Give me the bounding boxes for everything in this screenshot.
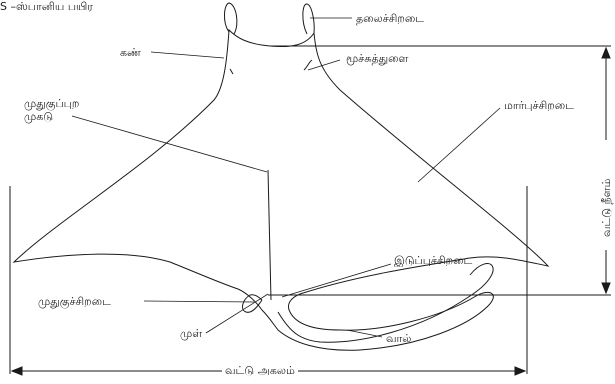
label-spiracle: மூச்சுத்துளை <box>346 52 409 65</box>
disc-width-arrow-right <box>514 366 527 376</box>
label-eye: கண் <box>120 46 142 59</box>
label-pelvic-fin: இடுப்புச்சிறடை <box>394 254 473 267</box>
label-pectoral-fin: மார்புச்சிறடை <box>504 99 574 112</box>
tail-curve <box>277 263 494 343</box>
leader-dorsal-surface <box>71 115 268 173</box>
disc-length-arrow-top <box>601 46 611 59</box>
disc-length-arrow-bottom <box>601 282 611 295</box>
body-midline <box>267 169 272 301</box>
leader-spiracle <box>307 59 341 71</box>
left-head-fin <box>224 2 238 35</box>
right-head-fin <box>302 3 315 35</box>
label-dorsal-surface: முதுகுப்புற முகடு <box>24 97 80 123</box>
label-disc-width: வட்டு அகலம் <box>222 364 298 377</box>
leader-tail <box>346 329 383 338</box>
disc-width-arrow-left <box>10 366 23 376</box>
leader-spine <box>205 293 269 334</box>
leader-pelvic-fin <box>281 263 392 298</box>
ray-body-outline <box>12 28 550 351</box>
figure-title: S –ஸ்பானிய பயிர <box>0 0 93 13</box>
leader-eye <box>150 51 225 59</box>
label-dorsal-fin: முதுகுச்சிறடை <box>38 295 111 308</box>
leader-dorsal-fin <box>143 300 255 303</box>
label-disc-length: வட்டு நீளம் <box>600 175 613 240</box>
right-spiracle-mark <box>303 59 313 71</box>
left-eye-mark <box>229 68 234 75</box>
label-spine: முள் <box>180 327 203 340</box>
inner-fin-curve <box>242 294 263 313</box>
label-head-fin: தலைச்சிறடை <box>356 12 425 25</box>
leader-pectoral-fin <box>417 107 501 183</box>
label-tail: வால் <box>386 332 412 345</box>
